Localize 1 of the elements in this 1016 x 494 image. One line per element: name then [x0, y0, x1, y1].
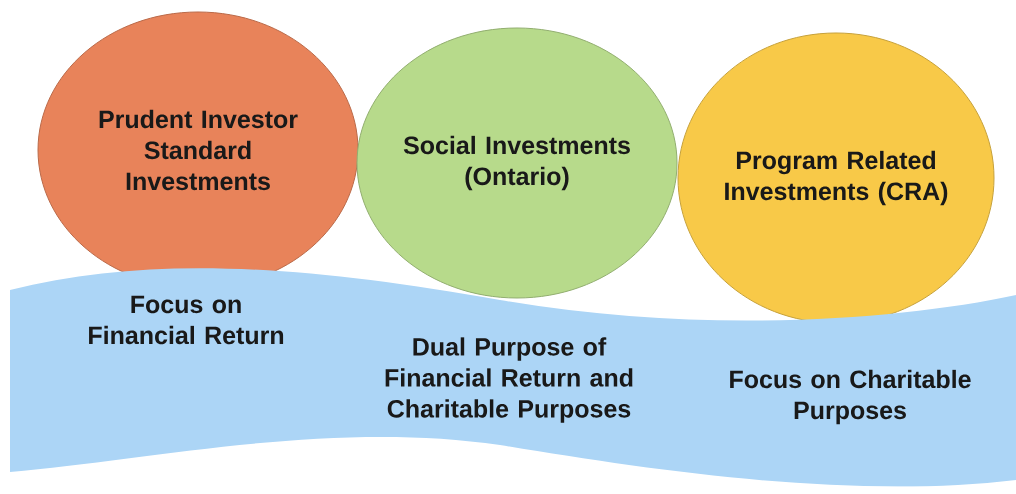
wave-band: Focus on Financial Return Dual Purpose of Financial Return and Charitable Purposes Focus on Charitable Purposes: [10, 268, 1016, 487]
